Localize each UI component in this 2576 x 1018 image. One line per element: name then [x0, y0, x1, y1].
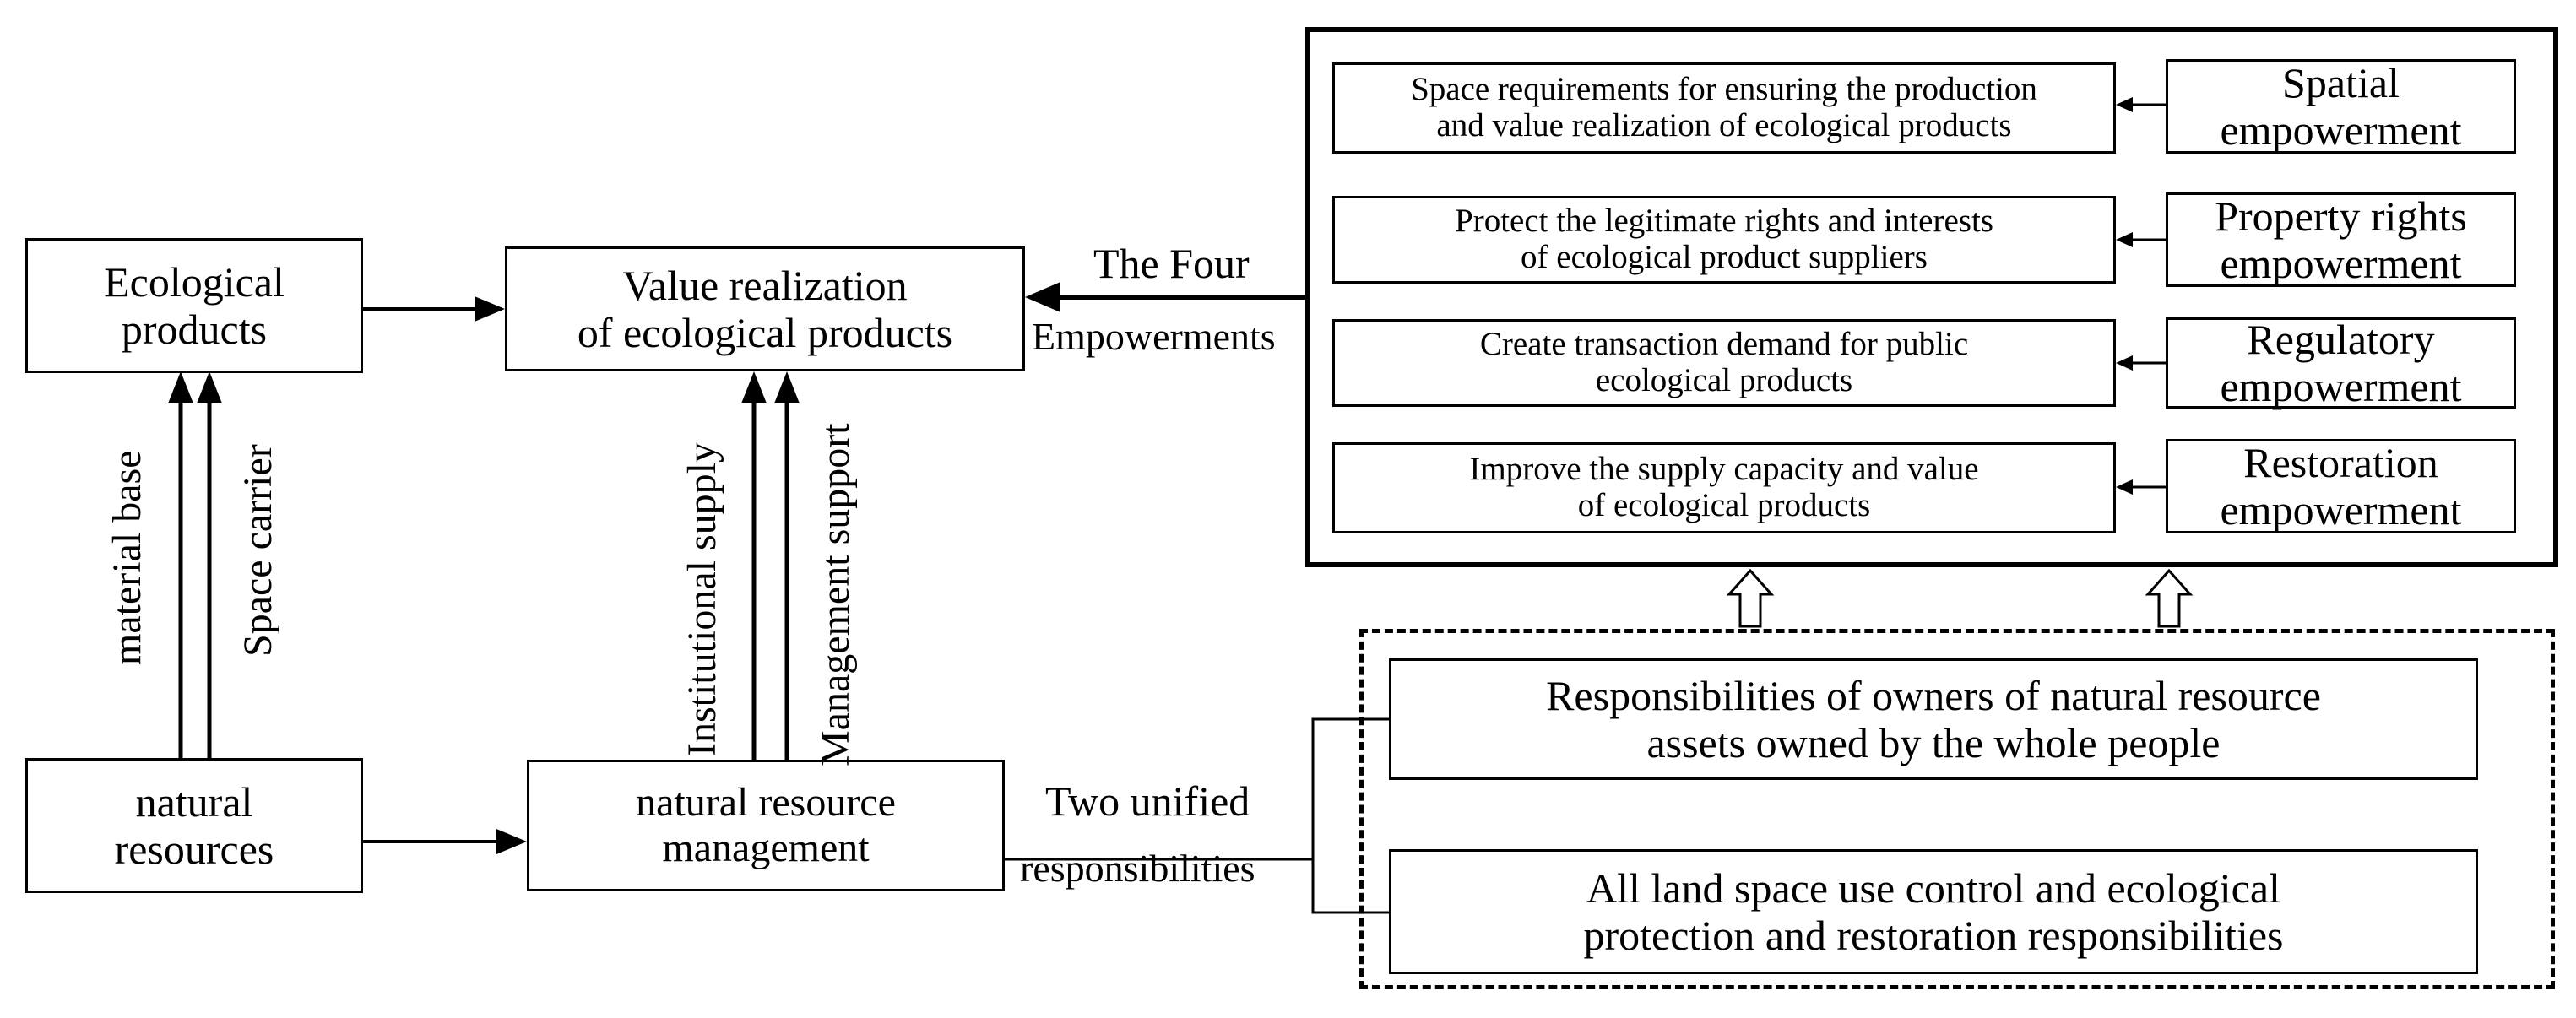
label-the-four: The Four — [1093, 240, 1250, 287]
label-empowerments: Empowerments — [1032, 315, 1276, 358]
arrowhead-empowerments — [1025, 282, 1060, 312]
natural-resource-management-node: natural resource management — [527, 760, 1005, 891]
bracket-responsibilities — [1311, 717, 1389, 914]
responsibility-owners: Responsibilities of owners of natural re… — [1389, 658, 2478, 780]
label-institutional-supply: Institutional supply — [680, 442, 724, 756]
arrowhead-institutional — [741, 371, 767, 403]
requirement-property-rights: Protect the legitimate rights and intere… — [1332, 196, 2116, 284]
value-realization-node: Value realization of ecological products — [505, 246, 1025, 371]
arrowhead-spatial — [2116, 97, 2133, 112]
requirement-regulatory: Create transaction demand for public eco… — [1332, 319, 2116, 407]
requirement-spatial: Space requirements for ensuring the prod… — [1332, 62, 2116, 154]
arrowhead-eco-to-value — [475, 296, 505, 322]
arrowhead-space-carrier — [197, 371, 222, 403]
two-responsibilities-frame — [1359, 629, 2555, 989]
label-responsibilities: responsibilities — [1020, 847, 1255, 890]
arrowhead-regulatory — [2116, 355, 2133, 371]
requirement-restoration: Improve the supply capacity and value of… — [1332, 442, 2116, 533]
ecological-products-node: Ecological products — [25, 238, 363, 373]
arrowhead-restoration — [2116, 479, 2133, 495]
arrowhead-nr-to-mgmt — [496, 829, 527, 854]
arrowhead-property — [2116, 232, 2133, 247]
label-material-base: material base — [105, 450, 149, 665]
empowerment-property-rights: Property rights empowerment — [2166, 192, 2516, 287]
empowerment-spatial: Spatial empowerment — [2166, 59, 2516, 154]
four-empowerments-frame — [1305, 27, 2558, 567]
label-management-support: Management support — [813, 423, 858, 766]
empowerment-restoration: Restoration empowerment — [2166, 439, 2516, 533]
label-space-carrier: Space carrier — [236, 444, 280, 657]
hollow-arrow-right — [2145, 568, 2194, 628]
arrowhead-material-base — [168, 371, 193, 403]
hollow-arrow-left — [1726, 568, 1775, 628]
empowerment-regulatory: Regulatory empowerment — [2166, 316, 2516, 410]
label-two-unified: Two unified — [1045, 777, 1250, 825]
arrowhead-management-support — [774, 371, 800, 403]
responsibility-land-space: All land space use control and ecologica… — [1389, 849, 2478, 974]
natural-resources-node: natural resources — [25, 758, 363, 893]
